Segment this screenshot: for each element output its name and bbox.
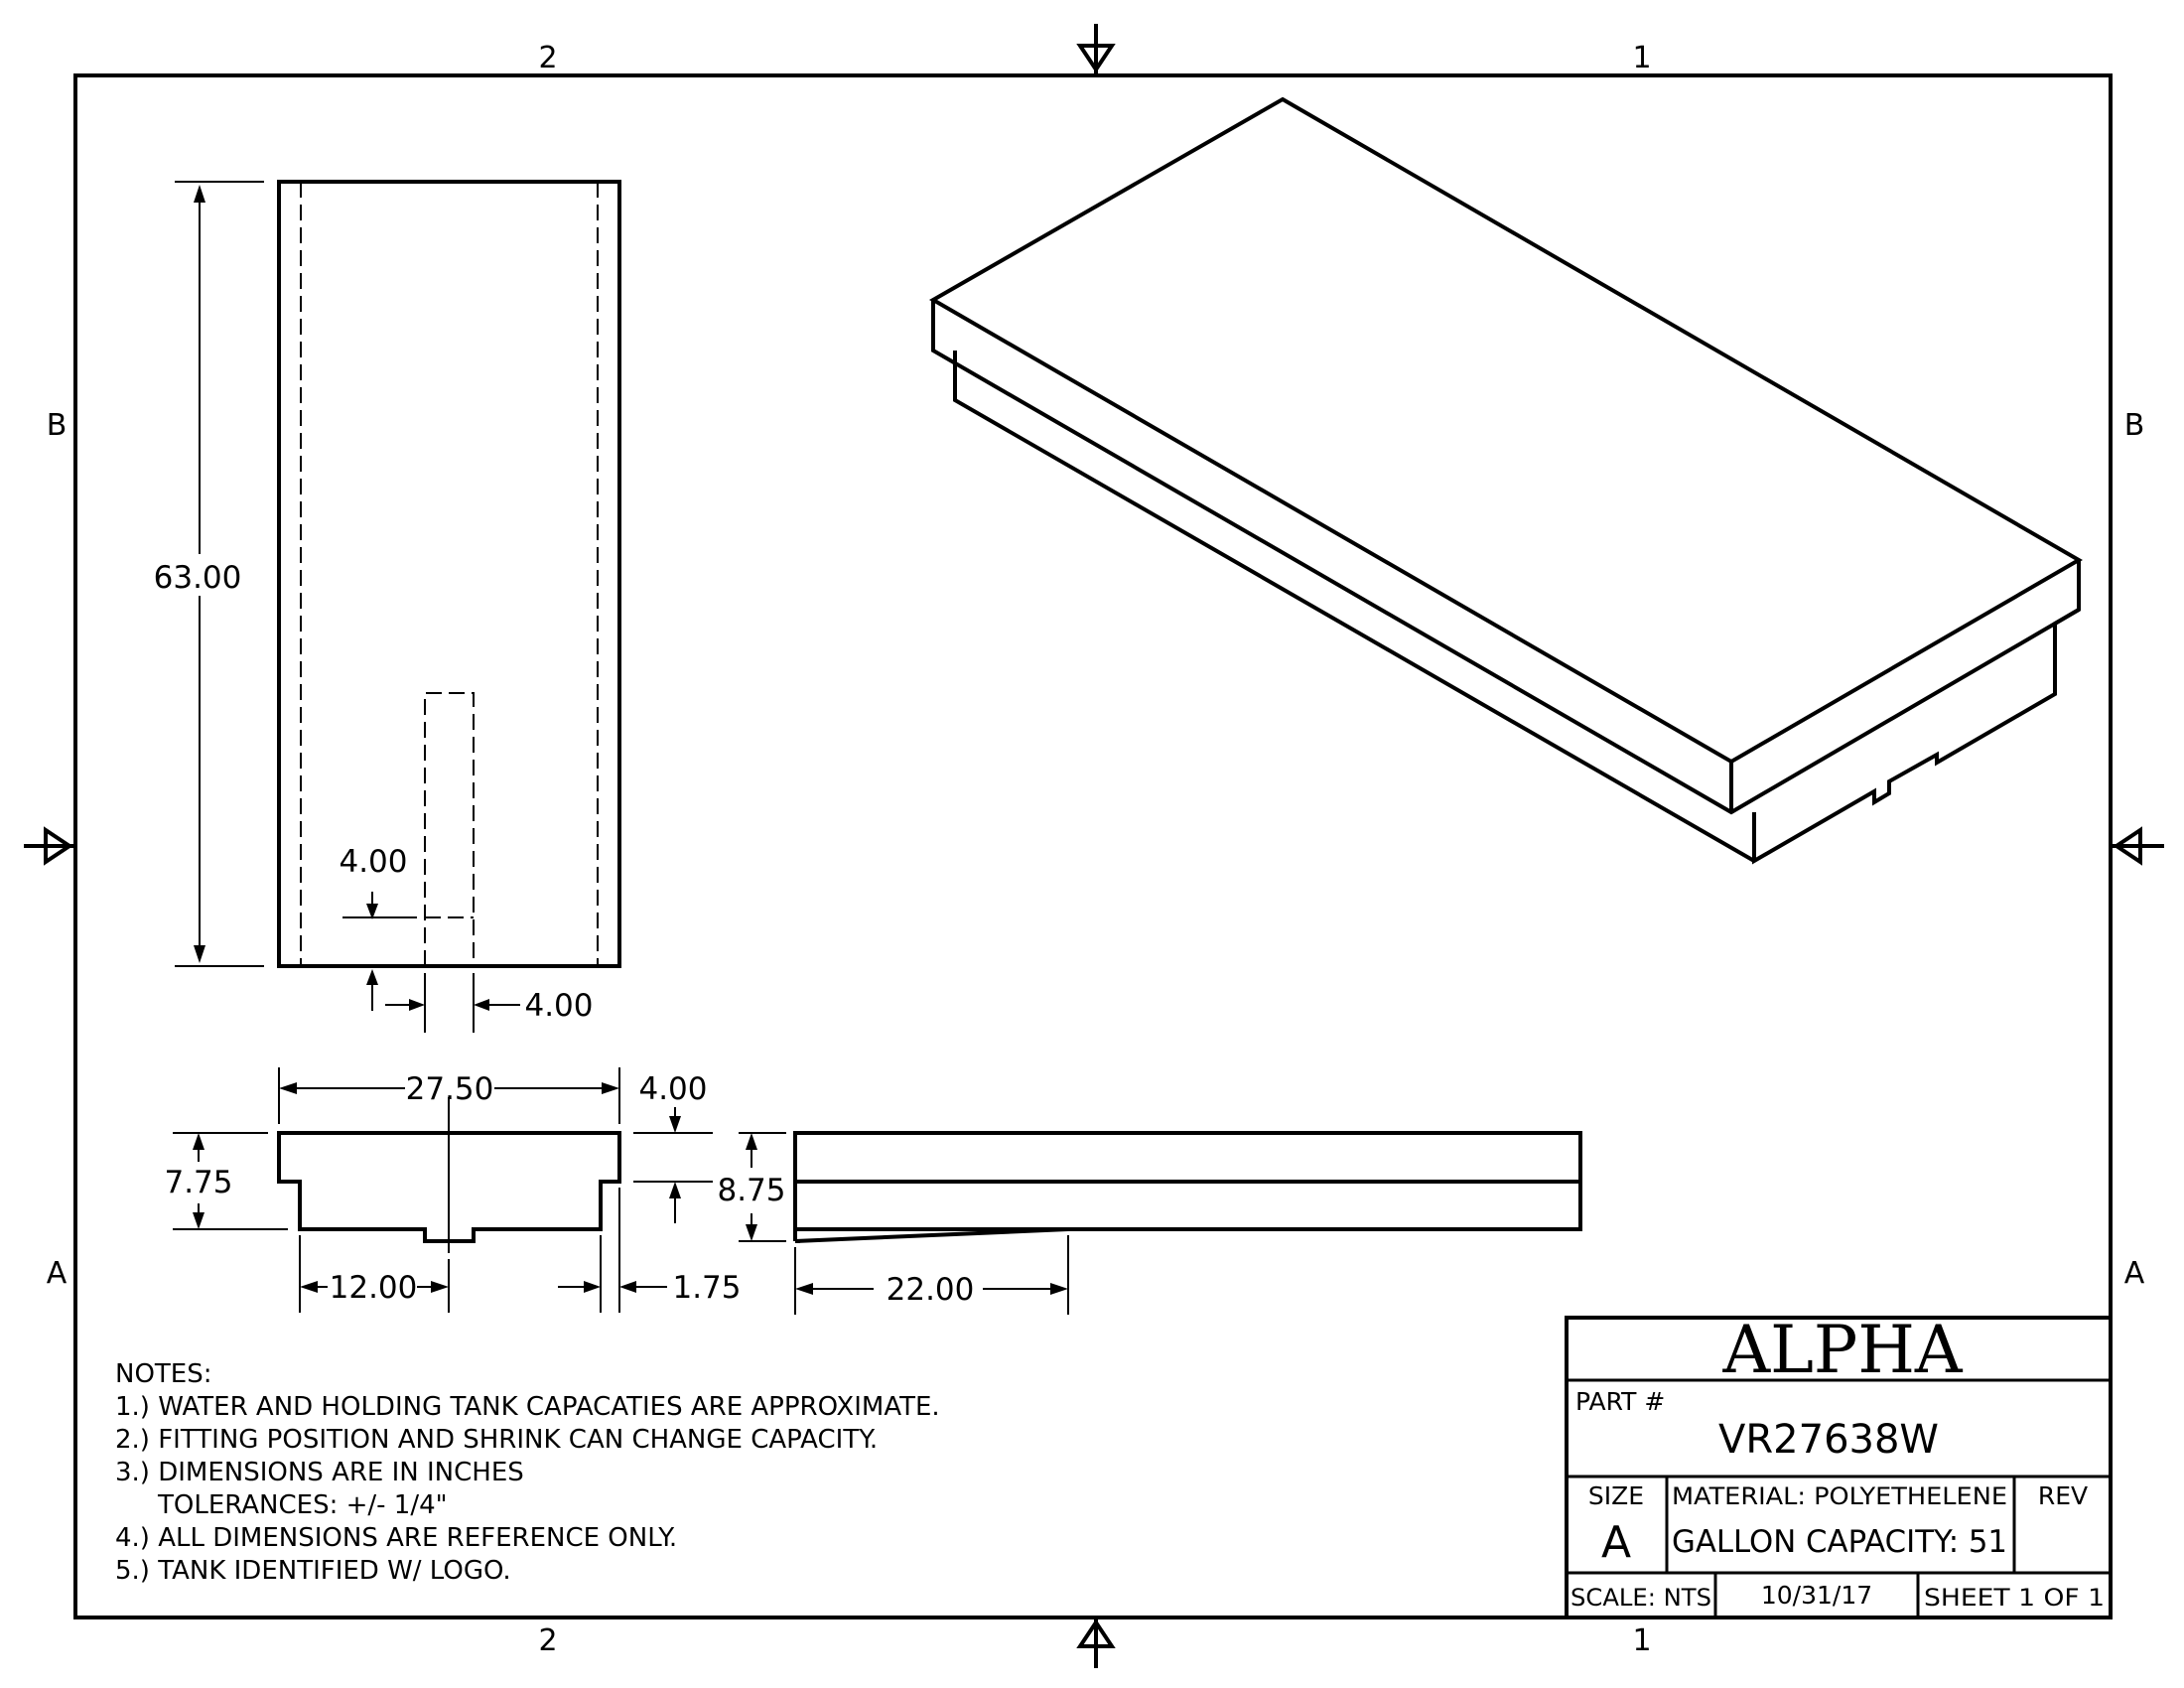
title-block — [1565, 1316, 2113, 1619]
dimension-side-step-label: 1.75 — [672, 1270, 741, 1306]
zone-label-right-upper: B — [2124, 408, 2145, 443]
dimension-fitting-width-label: 4.00 — [524, 988, 593, 1024]
note-line-5: 4.) ALL DIMENSIONS ARE REFERENCE ONLY. — [115, 1523, 677, 1553]
zone-label-top-right: 1 — [1632, 41, 1651, 75]
zone-label-left-lower: A — [47, 1256, 68, 1291]
size-label: SIZE — [1588, 1481, 1644, 1510]
dimension-fitting-x — [299, 1235, 450, 1313]
front-view — [277, 1097, 621, 1253]
size-value: A — [1601, 1517, 1631, 1568]
company-name: ALPHA — [1721, 1312, 1963, 1388]
notes-heading: NOTES: — [115, 1359, 212, 1389]
zone-label-bottom-right: 1 — [1632, 1623, 1651, 1658]
dimension-height-total-label: 8.75 — [717, 1173, 785, 1208]
dimension-length — [149, 181, 264, 967]
dimension-fitting-offset — [342, 892, 417, 1011]
dimension-width — [278, 1067, 620, 1124]
note-line-3: 3.) DIMENSIONS ARE IN INCHES — [115, 1458, 524, 1487]
side-view — [793, 1131, 1582, 1243]
gallon-capacity: GALLON CAPACITY: 51 — [1672, 1524, 2007, 1560]
zone-label-top-left: 2 — [538, 41, 557, 75]
zone-label-bottom-left: 2 — [538, 1623, 557, 1658]
dimension-side-taper — [794, 1235, 1069, 1315]
note-line-4: TOLERANCES: +/- 1/4" — [157, 1490, 448, 1520]
drawing-date: 10/31/17 — [1761, 1581, 1872, 1610]
isometric-view — [928, 96, 2083, 865]
note-line-6: 5.) TANK IDENTIFIED W/ LOGO. — [115, 1556, 511, 1586]
part-label: PART # — [1575, 1387, 1665, 1416]
zone-label-right-lower: A — [2124, 1256, 2145, 1291]
sheet-number: SHEET 1 OF 1 — [1924, 1584, 2105, 1612]
dimension-side-taper-label: 22.00 — [887, 1272, 975, 1308]
dimension-height-total — [739, 1132, 786, 1242]
dimension-fitting-offset-label: 4.00 — [339, 844, 407, 880]
centering-mark-right — [2111, 826, 2164, 866]
part-number: VR27638W — [1718, 1417, 1939, 1463]
dimension-height-low-label: 7.75 — [164, 1165, 232, 1200]
note-line-2: 2.) FITTING POSITION AND SHRINK CAN CHAN… — [115, 1425, 878, 1455]
centering-mark-top — [1076, 24, 1116, 75]
dimension-side-step — [558, 1188, 667, 1313]
dimension-height-low — [173, 1132, 288, 1230]
dimension-step-depth — [633, 1107, 713, 1223]
dimension-width-label: 27.50 — [406, 1071, 494, 1107]
centering-mark-left — [24, 826, 75, 866]
dimension-step-depth-label: 4.00 — [638, 1071, 707, 1107]
scale: SCALE: NTS — [1570, 1584, 1711, 1612]
material: MATERIAL: POLYETHELENE — [1672, 1482, 2007, 1510]
centering-mark-bottom — [1076, 1618, 1116, 1668]
dimension-fitting-width — [385, 973, 520, 1033]
zone-label-left-upper: B — [47, 408, 68, 443]
dimension-length-label: 63.00 — [154, 560, 242, 596]
note-line-1: 1.) WATER AND HOLDING TANK CAPACATIES AR… — [115, 1392, 940, 1422]
top-view — [277, 180, 621, 968]
rev-label: REV — [2038, 1481, 2088, 1510]
dimension-fitting-x-label: 12.00 — [330, 1270, 418, 1306]
